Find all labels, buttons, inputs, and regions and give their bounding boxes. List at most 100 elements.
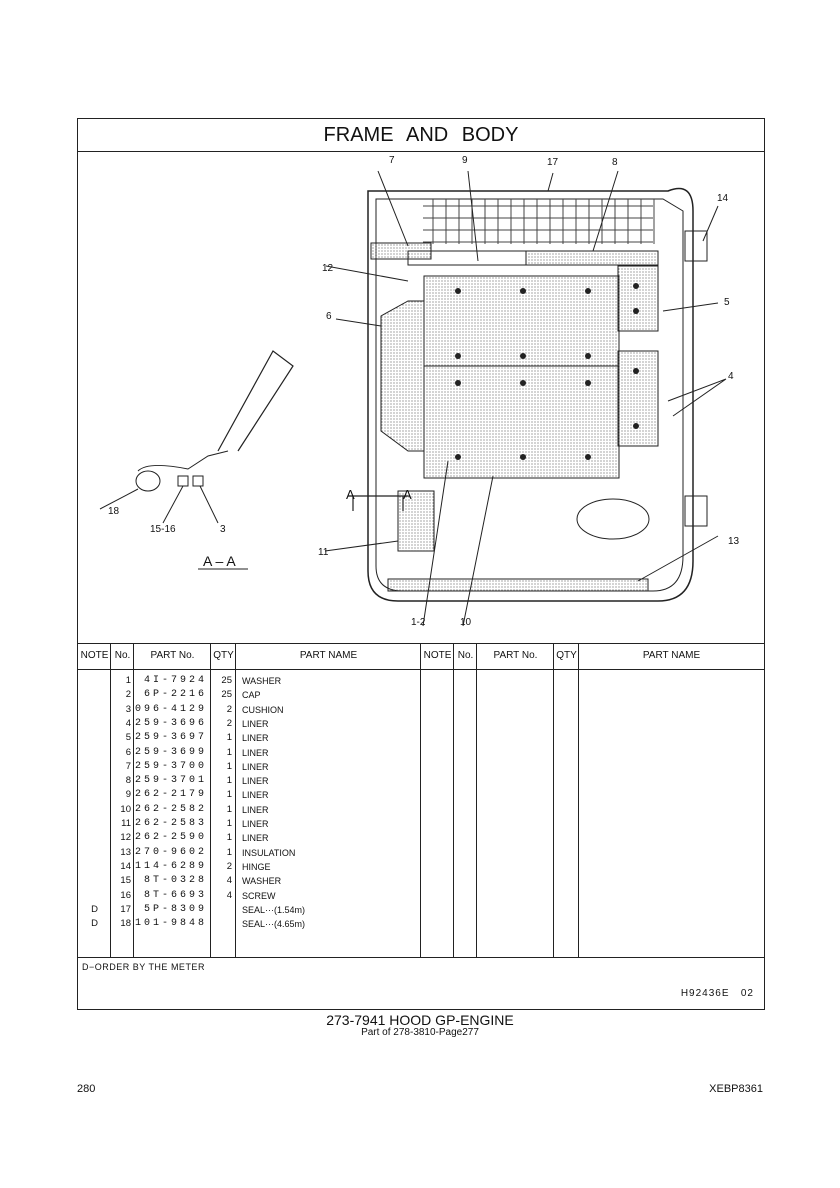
cell-no: 10 xyxy=(120,803,131,815)
cell-no: 7 xyxy=(125,760,131,772)
cell-name: CAP xyxy=(242,690,261,701)
cell-no: 2 xyxy=(125,689,131,701)
header-part-no: PART No. xyxy=(150,650,195,661)
header-qty: QTY xyxy=(556,650,577,661)
cell-no: 11 xyxy=(121,818,131,829)
section-view-label: A – A xyxy=(203,553,236,569)
table-row: 2 6P-2216 25 CAP xyxy=(78,688,421,702)
cell-part-no: 270-9602 xyxy=(134,846,207,858)
cell-part-no: 259-3696 xyxy=(134,717,207,729)
cell-name: INSULATION xyxy=(242,847,296,858)
cell-qty: 1 xyxy=(226,803,232,815)
cell-qty: 1 xyxy=(226,760,232,772)
cell-name: LINER xyxy=(242,804,269,815)
cell-part-no: 262-2179 xyxy=(134,789,207,801)
callout-5: 5 xyxy=(724,297,730,308)
cell-part-no: 262-2583 xyxy=(134,818,207,829)
cell-part-no: 8T-0328 xyxy=(143,875,207,887)
cell-qty: 4 xyxy=(226,875,232,887)
cell-qty: 1 xyxy=(226,846,232,858)
cell-qty: 25 xyxy=(221,689,232,701)
callout-15-16: 15-16 xyxy=(150,524,176,535)
cell-no: 14 xyxy=(120,860,131,872)
cell-qty: 2 xyxy=(226,717,232,729)
callout-10: 10 xyxy=(460,617,472,628)
cell-name: LINER xyxy=(242,833,269,844)
callout-17: 17 xyxy=(547,157,559,168)
callout-13: 13 xyxy=(728,536,740,547)
column-no xyxy=(111,644,134,957)
group-title: 273-7941 HOOD GP-ENGINE xyxy=(326,1012,514,1028)
column-qty xyxy=(554,644,579,957)
document-id: XEBP8361 xyxy=(709,1083,763,1095)
callout-3: 3 xyxy=(220,524,226,535)
drawing-code: H92436E 02 xyxy=(680,988,754,999)
page-number: 280 xyxy=(77,1083,96,1095)
callout-8: 8 xyxy=(612,157,618,168)
column-note xyxy=(78,644,111,957)
cell-name: WASHER xyxy=(242,876,282,887)
header-note: NOTE xyxy=(423,650,452,661)
cell-qty: 4 xyxy=(226,889,232,901)
cell-qty: 1 xyxy=(226,732,232,744)
hood-drawing xyxy=(99,170,727,627)
cell-name: LINER xyxy=(242,747,269,758)
header-part-name: PART NAME xyxy=(299,650,358,661)
callout-9: 9 xyxy=(462,155,468,166)
cell-no: 18 xyxy=(120,918,131,930)
section-marker-a-left: A xyxy=(346,487,355,502)
callout-6: 6 xyxy=(326,311,332,322)
cell-part-no: 6P-2216 xyxy=(143,689,207,701)
header-no: No. xyxy=(457,650,474,661)
header-qty: QTY xyxy=(213,650,234,661)
parts-frame: FRAME AND BODY xyxy=(77,118,765,1010)
column-qty xyxy=(211,644,236,957)
column-no xyxy=(454,644,477,957)
cell-name: SEAL···(1.54m) xyxy=(242,904,306,915)
section-marker-a-right: A xyxy=(403,487,412,502)
column-part_no xyxy=(477,644,554,957)
cell-qty: 2 xyxy=(226,703,232,715)
callout-7: 7 xyxy=(389,155,395,166)
cell-part-no: 259-3699 xyxy=(134,746,207,758)
cell-qty: 25 xyxy=(221,675,232,686)
header-part-no: PART No. xyxy=(493,650,538,661)
cell-name: LINER xyxy=(242,761,269,772)
cell-part-no: 259-3701 xyxy=(134,775,207,787)
cell-no: 13 xyxy=(120,846,131,858)
cell-part-no: 5P-8309 xyxy=(143,903,207,915)
cell-no: 3 xyxy=(125,703,131,715)
cell-qty: 1 xyxy=(226,775,232,787)
callout-18: 18 xyxy=(108,506,120,517)
header-no: No. xyxy=(114,650,131,661)
cell-part-no: 262-2582 xyxy=(134,803,207,815)
cell-no: 15 xyxy=(120,875,131,887)
cell-part-no: 262-2590 xyxy=(134,832,207,844)
cell-no: 12 xyxy=(120,832,131,844)
table-header xyxy=(78,644,764,670)
table-row: 15 8T-0328 4 WASHER xyxy=(78,874,421,888)
cell-name: LINER xyxy=(242,733,269,744)
header-part-name: PART NAME xyxy=(642,650,701,661)
cell-name: LINER xyxy=(242,776,269,787)
cell-name: SEAL···(4.65m) xyxy=(242,919,306,930)
callout-14: 14 xyxy=(717,193,729,204)
cell-qty: 1 xyxy=(226,746,232,758)
cell-name: HINGE xyxy=(242,861,271,872)
cell-name: LINER xyxy=(242,790,269,801)
cell-name: WASHER xyxy=(242,676,282,686)
